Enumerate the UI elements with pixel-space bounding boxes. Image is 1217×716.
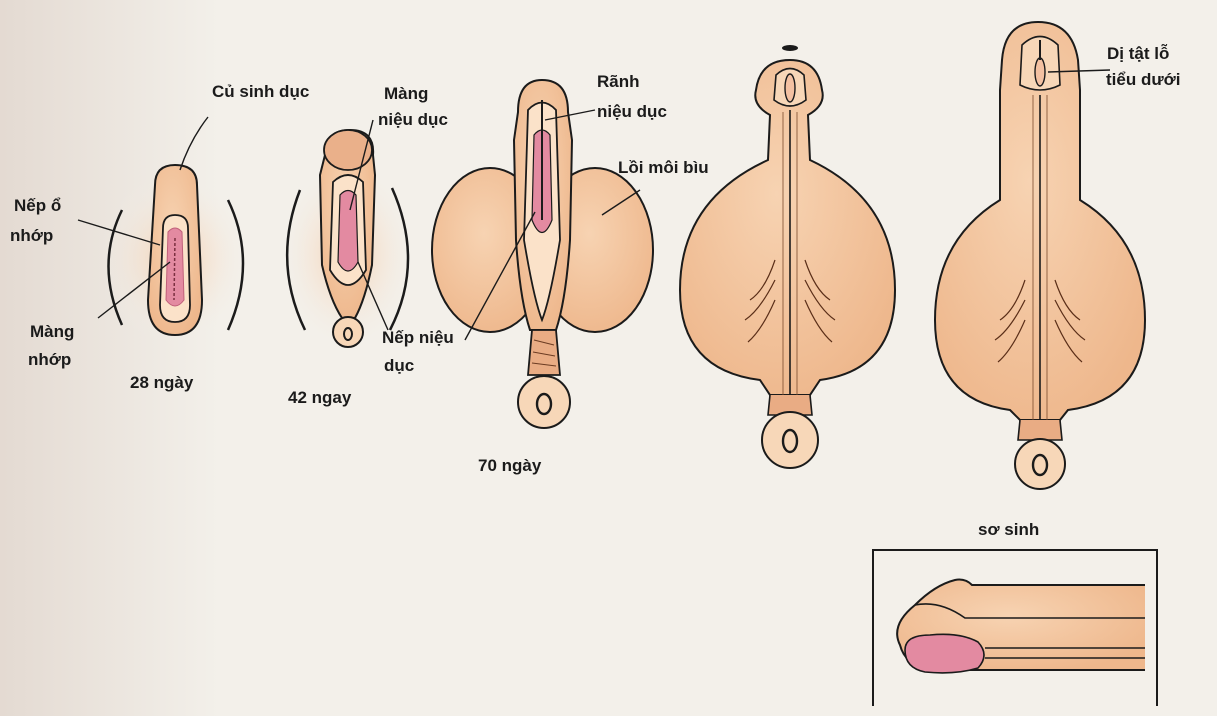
stage-5-hypospadias [933, 20, 1147, 490]
label-hypospadias-line1: Dị tật lỗ [1107, 44, 1170, 63]
caption-42-days: 42 ngay [288, 388, 352, 407]
stage-28-days [77, 116, 250, 343]
label-urogenital-fold-line2: dục [384, 356, 415, 375]
label-labioscrotal-swelling: Lồi môi bìu [618, 158, 709, 177]
label-urogenital-membrane-line1: Màng [384, 84, 429, 103]
caption-28-days: 28 ngày [130, 373, 194, 392]
label-cloacal-membrane-line1: Màng [30, 322, 75, 341]
label-cloacal-fold-line1: Nếp ổ [14, 196, 62, 215]
label-urogenital-membrane-line2: niệu dục [378, 110, 448, 129]
newborn-box [872, 549, 1158, 706]
caption-70-days: 70 ngày [478, 456, 542, 475]
label-urogenital-fold-line1: Nếp niệu [382, 328, 454, 347]
stage-4 [678, 45, 897, 469]
stage-42-days [277, 119, 417, 350]
caption-newborn: sơ sinh [978, 520, 1040, 539]
label-hypospadias-line2: tiểu dưới [1106, 70, 1181, 89]
label-urethral-groove-line2: niệu dục [597, 102, 667, 121]
stage-70-days [431, 78, 654, 429]
page-edge-shadow [0, 0, 220, 716]
label-urethral-groove-line1: Rãnh [597, 72, 640, 91]
label-cloacal-fold-line2: nhớp [10, 226, 54, 245]
label-genital-tubercle: Củ sinh dục [212, 82, 310, 101]
label-cloacal-membrane-line2: nhớp [28, 350, 72, 369]
